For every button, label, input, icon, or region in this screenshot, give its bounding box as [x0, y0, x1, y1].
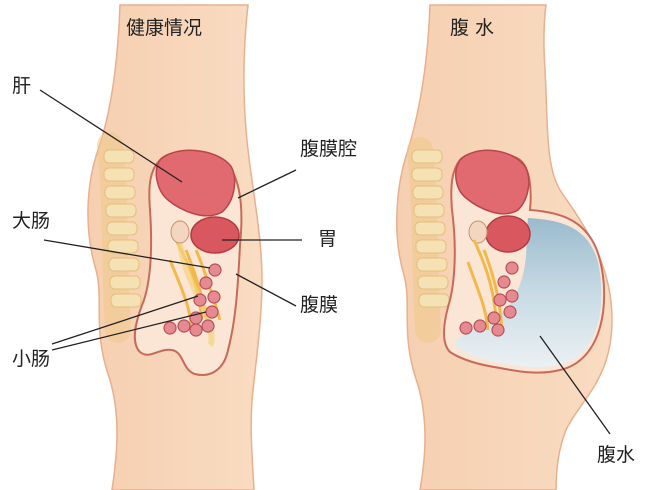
label-liver: 肝 [12, 77, 31, 96]
label-peritoneum: 腹膜 [300, 296, 338, 315]
ascites-figure [397, 5, 612, 490]
label-ascites: 腹水 [597, 446, 635, 465]
title-ascites: 腹 水 [450, 19, 494, 38]
ascites-stomach [486, 216, 530, 252]
label-peritoneal-cavity: 腹膜腔 [300, 140, 357, 159]
healthy-figure [88, 5, 262, 490]
label-stomach: 胃 [318, 230, 337, 249]
healthy-stomach [191, 217, 239, 253]
label-small-intestine: 小肠 [12, 350, 50, 369]
label-large-intestine: 大肠 [12, 212, 50, 231]
title-healthy: 健康情况 [126, 19, 202, 38]
